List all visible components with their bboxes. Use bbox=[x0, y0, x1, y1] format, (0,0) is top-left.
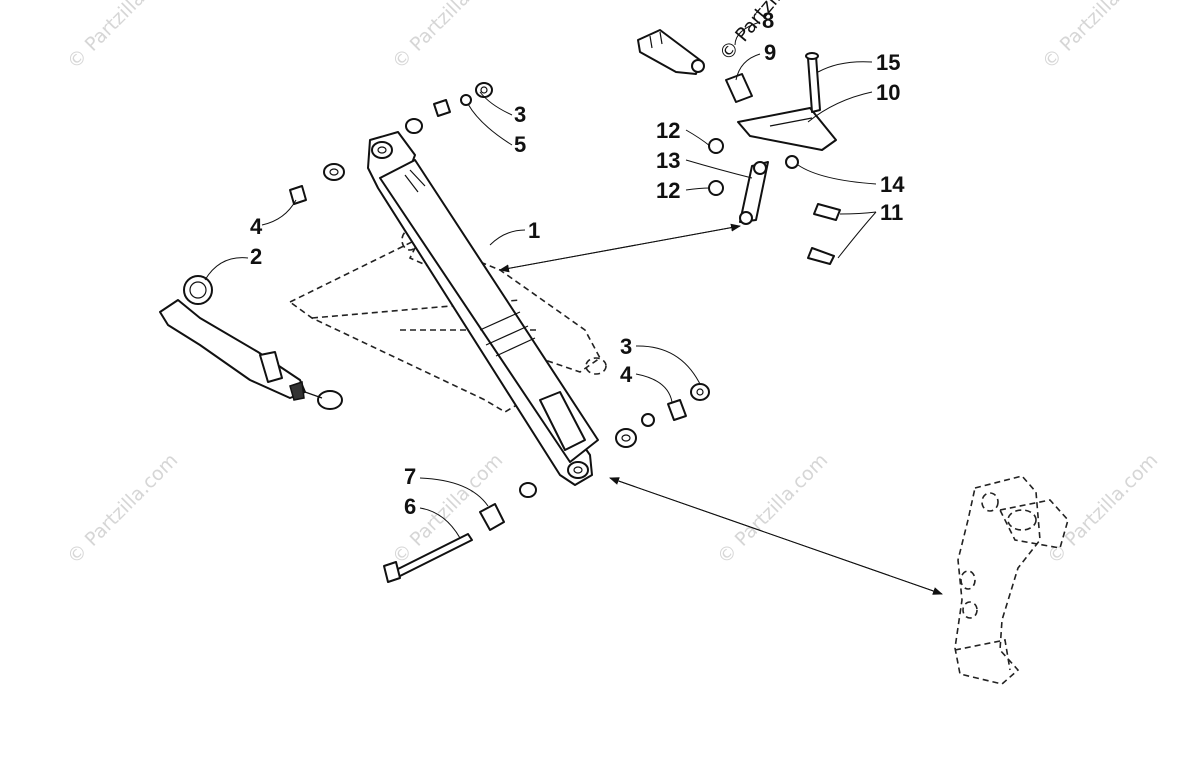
leader-lines bbox=[204, 21, 877, 539]
shock-pump-gauge bbox=[159, 275, 343, 410]
linkage-assembly bbox=[637, 29, 841, 265]
watermark-layer: © Partzilla.com © Partzilla.com © Partzi… bbox=[63, 0, 1162, 569]
callout-5: 5 bbox=[514, 132, 526, 157]
callout-11: 11 bbox=[880, 200, 903, 225]
watermark: © Partzilla.com bbox=[1038, 0, 1157, 74]
callout-12-upper: 12 bbox=[656, 118, 680, 143]
callout-12-lower: 12 bbox=[656, 178, 680, 203]
callout-6: 6 bbox=[404, 494, 416, 519]
lower-hardware bbox=[383, 383, 710, 583]
callout-labels: 1 2 3 5 4 3 4 7 6 8 9 15 10 12 13 12 14 … bbox=[250, 8, 905, 519]
callout-1: 1 bbox=[528, 218, 540, 243]
callout-2: 2 bbox=[250, 244, 262, 269]
callout-14: 14 bbox=[880, 172, 905, 197]
assembly-arrows bbox=[499, 223, 943, 595]
shock-absorber bbox=[367, 131, 599, 486]
callout-10: 10 bbox=[876, 80, 900, 105]
callout-4-lower: 4 bbox=[620, 362, 633, 387]
callout-3-upper: 3 bbox=[514, 102, 526, 127]
watermark: © Partzilla.com bbox=[63, 0, 182, 74]
watermark: © Partzilla.com bbox=[713, 449, 832, 568]
callout-4-upper: 4 bbox=[250, 214, 263, 239]
callout-13: 13 bbox=[656, 148, 680, 173]
watermark: © Partzilla.com bbox=[63, 449, 182, 568]
callout-7: 7 bbox=[404, 464, 416, 489]
watermark: © Partzilla.com bbox=[388, 0, 507, 74]
callout-8: 8 bbox=[762, 8, 774, 33]
callout-15: 15 bbox=[876, 50, 900, 75]
callout-9: 9 bbox=[764, 40, 776, 65]
watermark: © Partzilla.com bbox=[1043, 449, 1162, 568]
callout-3-lower: 3 bbox=[620, 334, 632, 359]
spindle-reference bbox=[954, 475, 1069, 685]
